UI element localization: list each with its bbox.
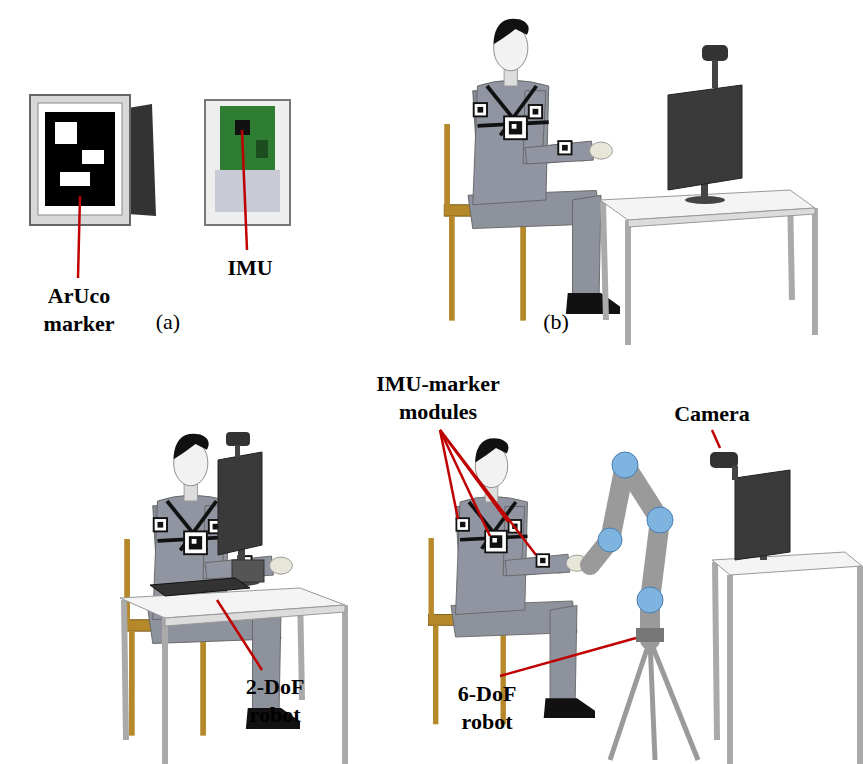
part-label: 6-DoF robot <box>446 680 528 736</box>
part-label: ArUco marker <box>33 282 125 338</box>
imu-module <box>205 100 290 225</box>
leader-lines <box>78 130 720 676</box>
part-label: 2-DoF robot <box>236 673 314 729</box>
panel-label: (b) <box>536 308 576 336</box>
part-label: IMU <box>222 254 278 282</box>
panel-label: (a) <box>148 308 188 336</box>
strap <box>128 104 156 216</box>
part-label: Camera <box>662 400 762 428</box>
part-label: IMU-marker modules <box>368 370 508 426</box>
